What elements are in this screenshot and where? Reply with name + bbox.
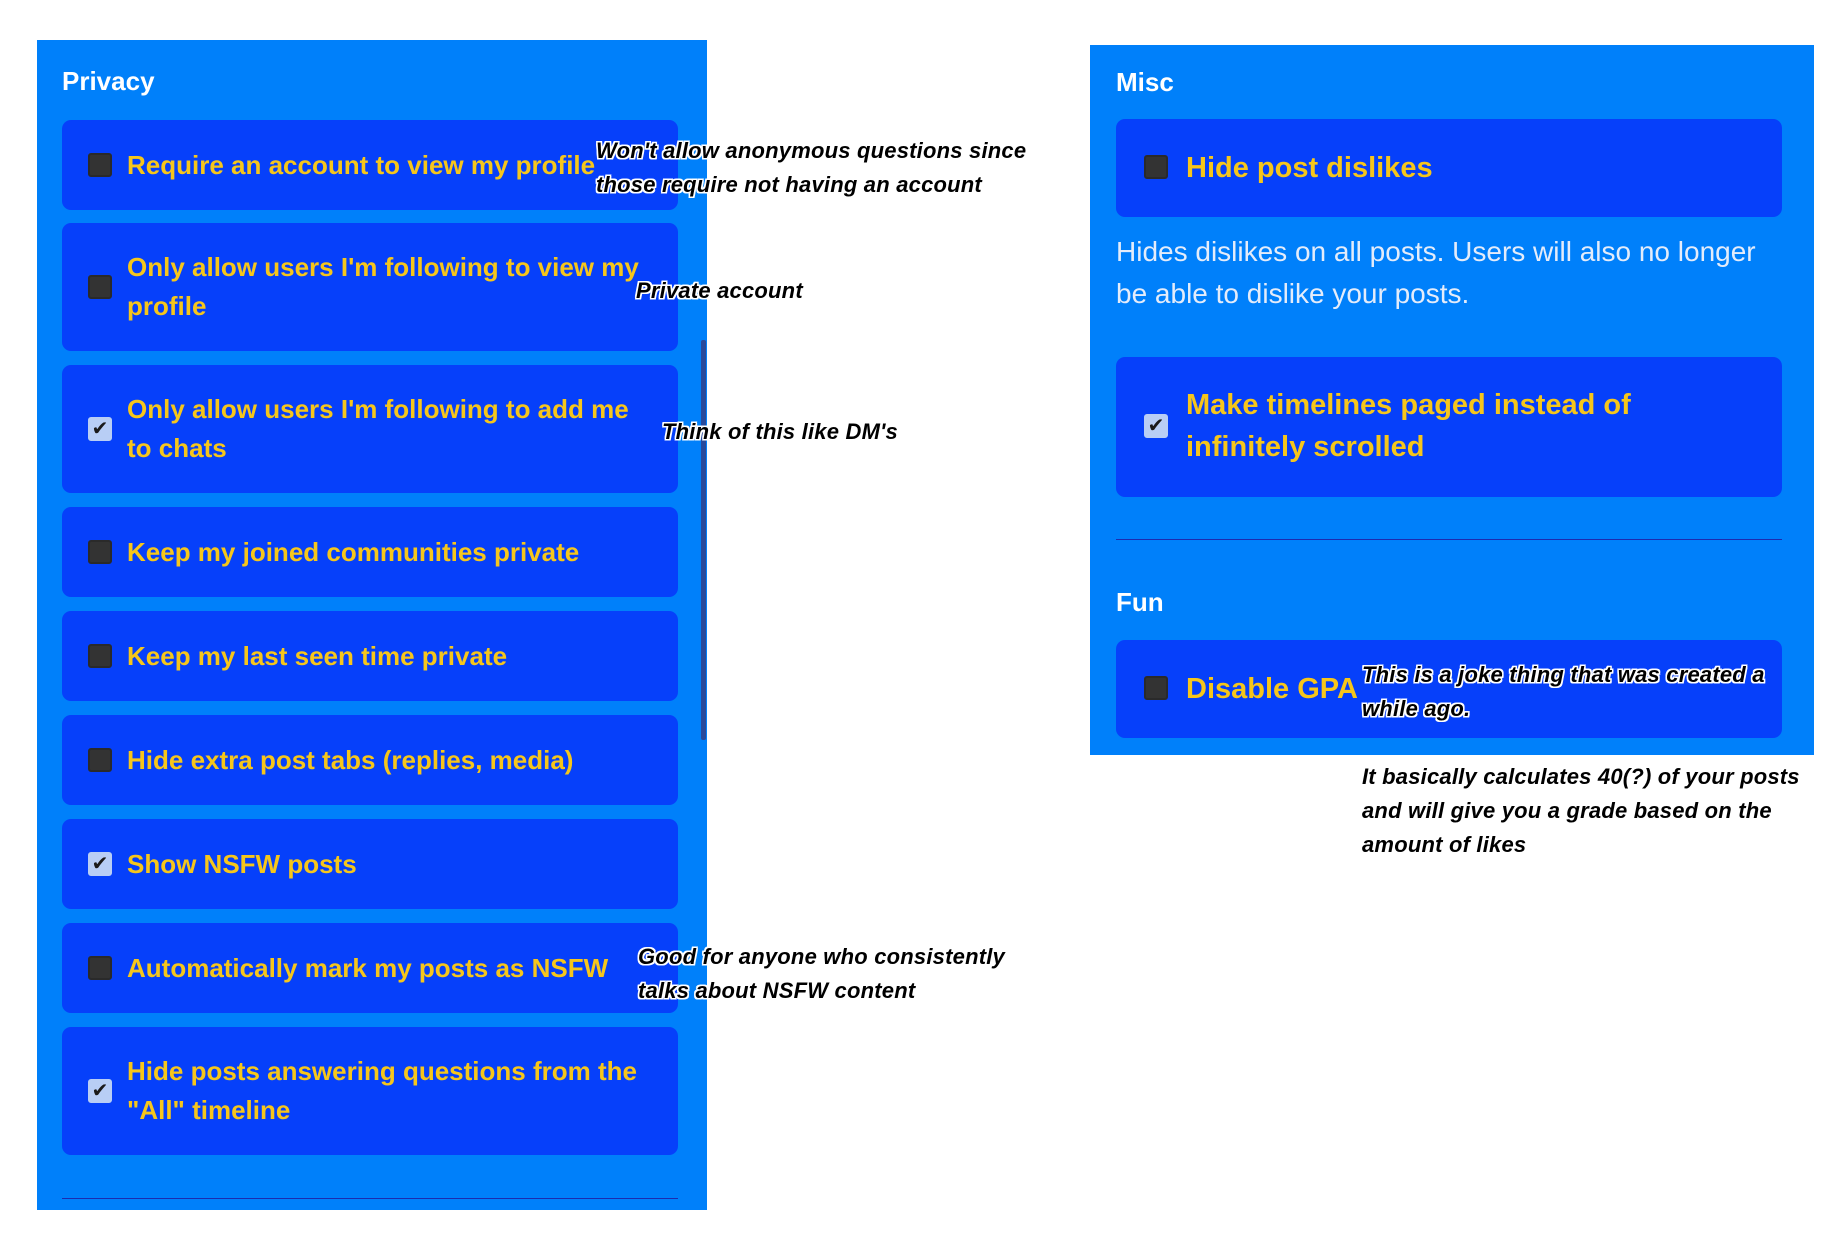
checkbox-hide-dislikes[interactable]	[1144, 155, 1168, 179]
privacy-settings-panel: Privacy Require an account to view my pr…	[37, 40, 707, 1210]
checkbox-disable-gpa[interactable]	[1144, 676, 1168, 700]
checkmark-icon: ✔	[1147, 415, 1165, 437]
option-label: Disable GPA	[1186, 673, 1358, 705]
option-show-nsfw[interactable]: ✔ Show NSFW posts	[62, 819, 678, 909]
option-label: Keep my joined communities private	[127, 537, 580, 567]
option-followers-add-chats[interactable]: ✔ Only allow users I'm following to add …	[62, 365, 678, 493]
option-label: Make timelines paged instead of infinite…	[1186, 389, 1631, 463]
option-label: Show NSFW posts	[127, 849, 357, 879]
annotation-gpa-explain: It basically calculates 40(?) of your po…	[1362, 764, 1800, 857]
checkmark-icon: ✔	[91, 1080, 109, 1102]
checkmark-icon: ✔	[91, 853, 109, 875]
misc-section-title: Misc	[1116, 67, 1174, 97]
privacy-section-title: Privacy	[62, 66, 155, 96]
option-label: Hide post dislikes	[1186, 152, 1433, 184]
checkmark-icon: ✔	[91, 418, 109, 440]
option-last-seen-private[interactable]: Keep my last seen time private	[62, 611, 678, 701]
checkbox-followers-view-profile[interactable]	[88, 275, 112, 299]
option-label: Hide posts answering questions from the …	[127, 1056, 637, 1125]
fun-section-title: Fun	[1116, 587, 1164, 617]
checkbox-require-account[interactable]	[88, 153, 112, 177]
annotation-auto-nsfw: Good for anyone who consistently talks a…	[638, 944, 1005, 1003]
section-divider	[1116, 539, 1782, 540]
annotation-private-account: Private account	[636, 278, 803, 303]
annotation-require-account: Won't allow anonymous questions since th…	[596, 138, 1027, 197]
option-label: Keep my last seen time private	[127, 641, 508, 671]
option-hide-dislikes[interactable]: Hide post dislikes	[1116, 119, 1782, 217]
option-require-account[interactable]: Require an account to view my profile	[62, 120, 678, 210]
checkbox-hide-answering-posts[interactable]: ✔	[88, 1079, 112, 1103]
hide-dislikes-description: Hides dislikes on all posts. Users will …	[1116, 236, 1756, 309]
option-label: Hide extra post tabs (replies, media)	[127, 745, 574, 775]
option-paged-timelines[interactable]: ✔ Make timelines paged instead of infini…	[1116, 357, 1782, 497]
checkbox-hide-post-tabs[interactable]	[88, 748, 112, 772]
checkbox-followers-add-chats[interactable]: ✔	[88, 417, 112, 441]
checkbox-communities-private[interactable]	[88, 540, 112, 564]
annotation-chats: Think of this like DM's	[662, 419, 898, 444]
option-label: Only allow users I'm following to add me…	[127, 394, 629, 463]
annotation-gpa-joke: This is a joke thing that was created a …	[1362, 662, 1765, 721]
option-disable-gpa[interactable]: Disable GPA	[1116, 640, 1782, 738]
checkbox-show-nsfw[interactable]: ✔	[88, 852, 112, 876]
checkbox-auto-mark-nsfw[interactable]	[88, 956, 112, 980]
misc-settings-panel: Misc Hide post dislikes Hides dislikes o…	[1090, 45, 1814, 755]
checkbox-last-seen-private[interactable]	[88, 644, 112, 668]
section-divider	[62, 1198, 678, 1199]
option-hide-post-tabs[interactable]: Hide extra post tabs (replies, media)	[62, 715, 678, 805]
option-label: Require an account to view my profile	[127, 150, 596, 180]
option-communities-private[interactable]: Keep my joined communities private	[62, 507, 678, 597]
checkbox-paged-timelines[interactable]: ✔	[1144, 414, 1168, 438]
option-label: Automatically mark my posts as NSFW	[127, 953, 609, 983]
option-hide-answering-posts[interactable]: ✔ Hide posts answering questions from th…	[62, 1027, 678, 1155]
option-followers-view-profile[interactable]: Only allow users I'm following to view m…	[62, 223, 678, 351]
scrollbar[interactable]	[701, 340, 706, 740]
option-auto-mark-nsfw[interactable]: Automatically mark my posts as NSFW	[62, 923, 678, 1013]
option-label: Only allow users I'm following to view m…	[127, 252, 639, 321]
